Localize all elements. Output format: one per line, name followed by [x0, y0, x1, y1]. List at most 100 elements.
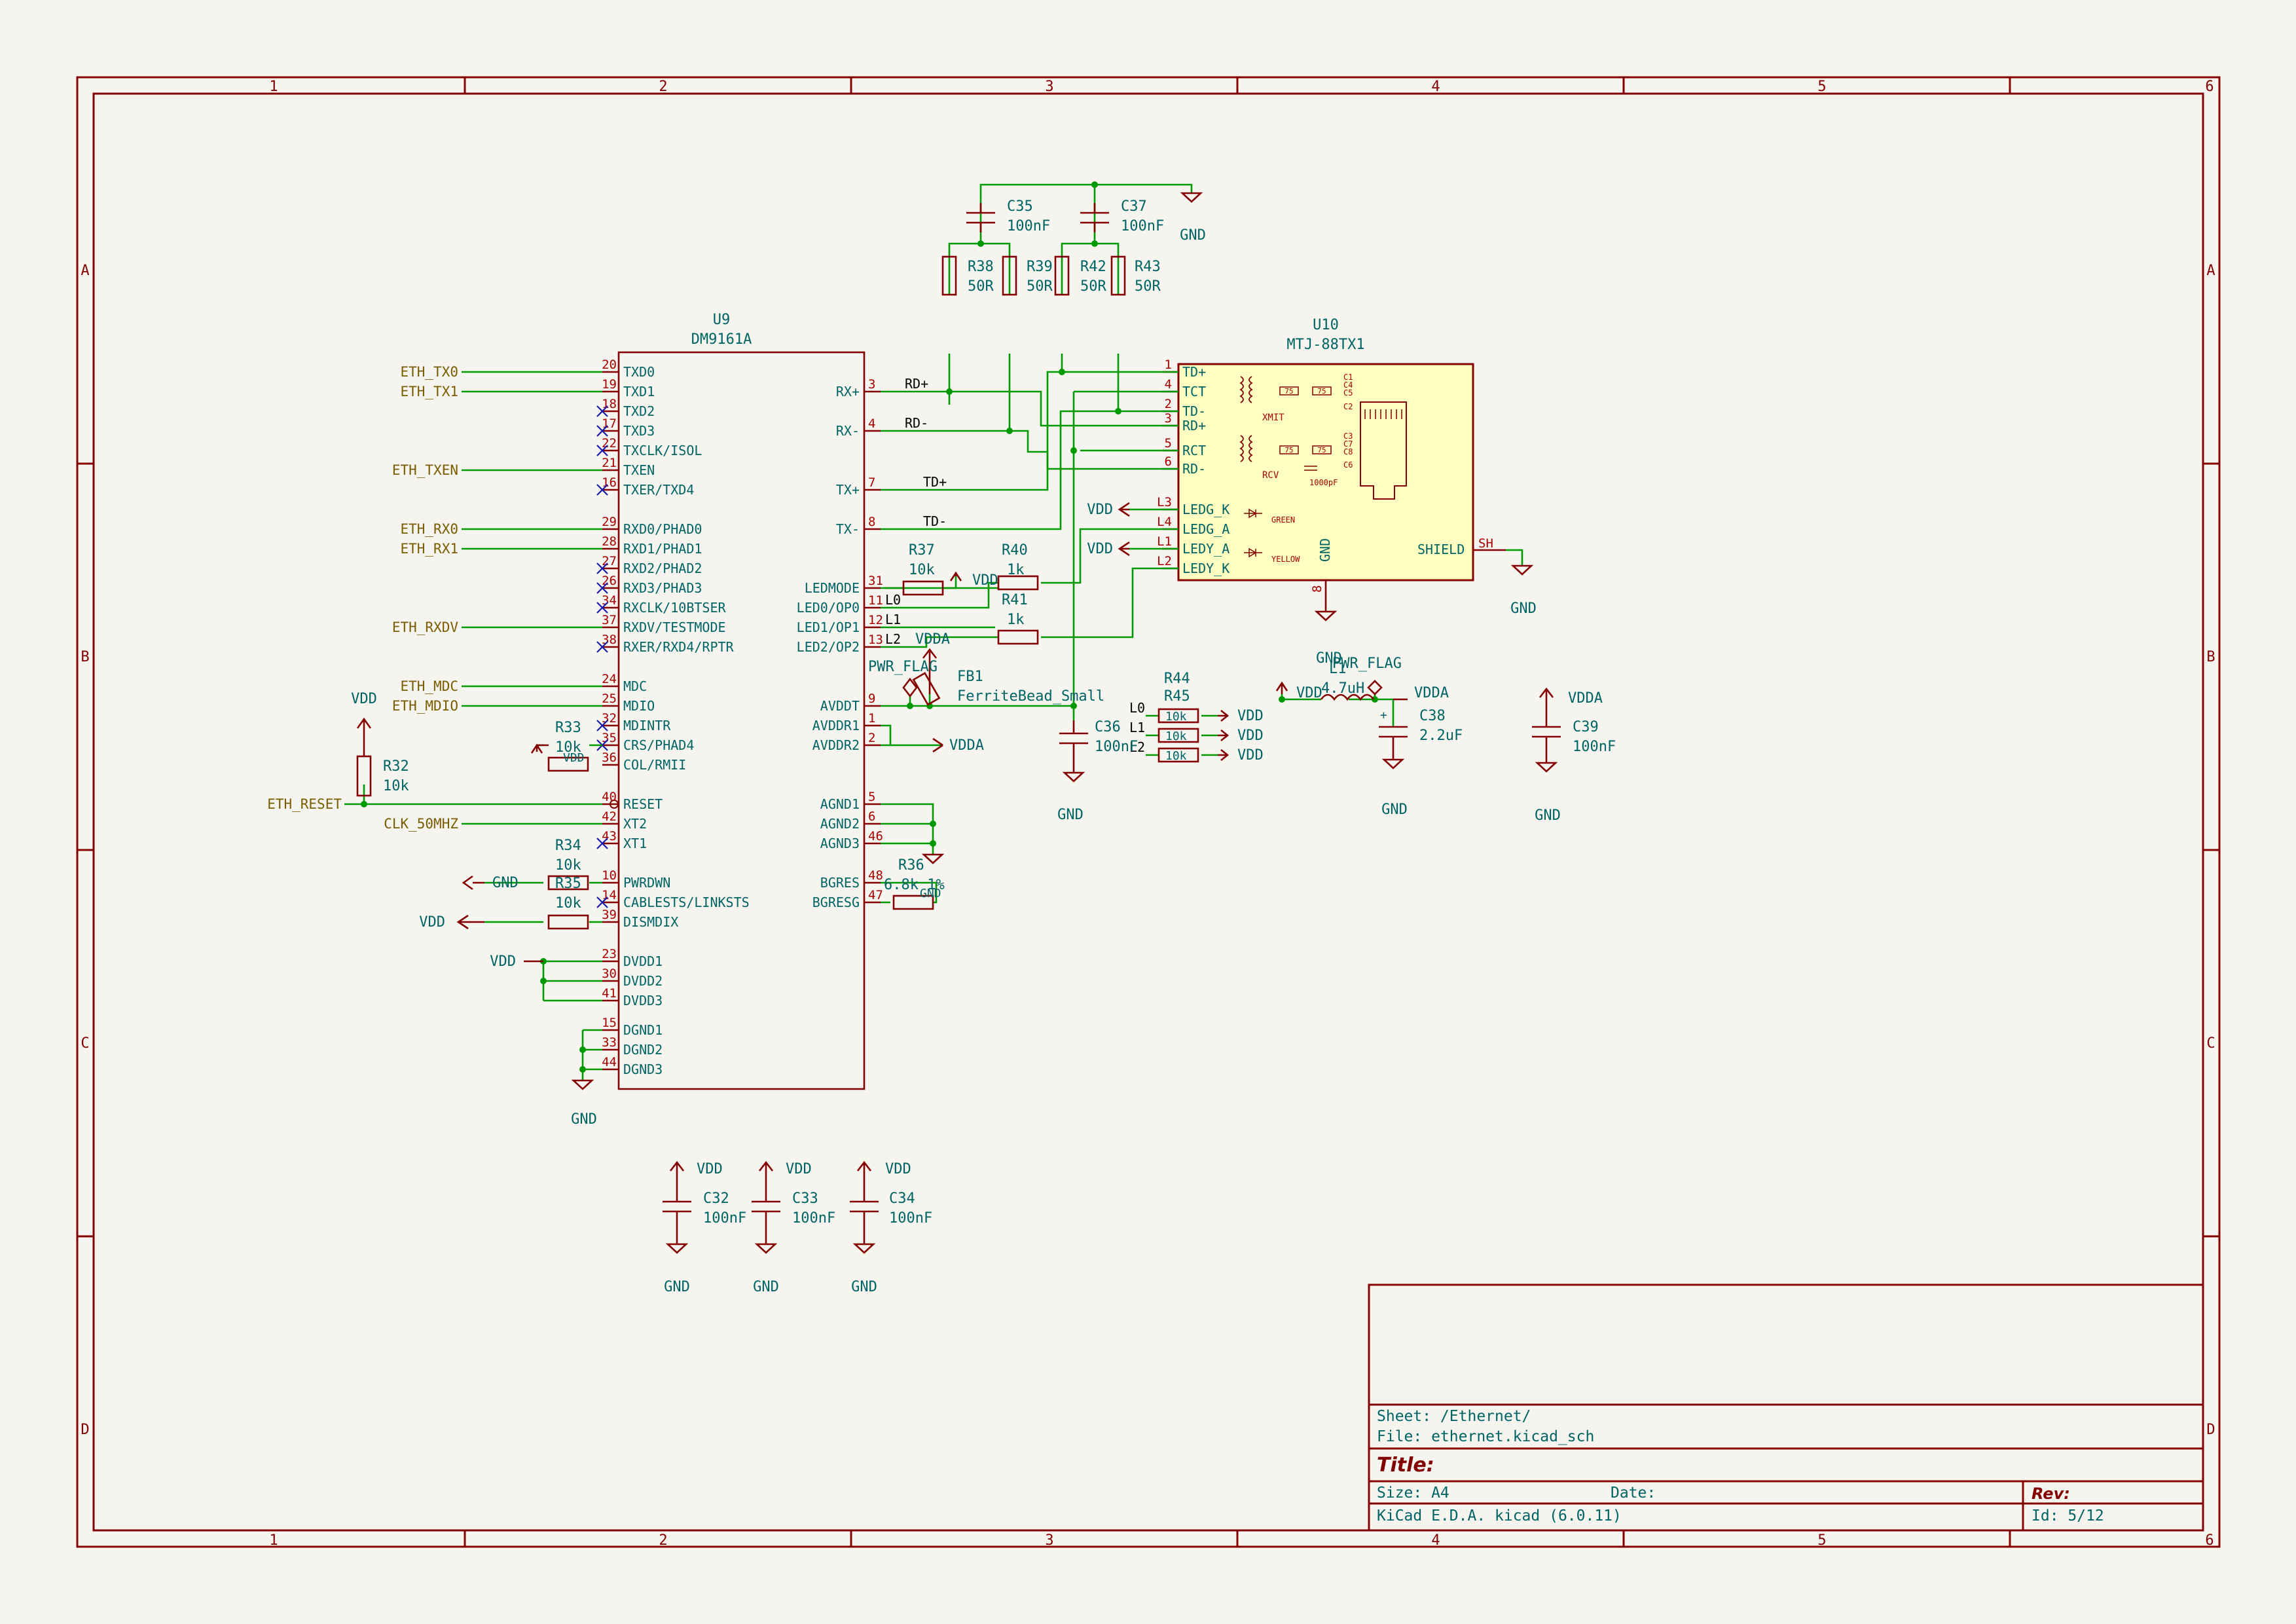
- svg-text:29: 29: [602, 515, 617, 529]
- resistor-r32[interactable]: R32 10k: [356, 755, 409, 797]
- resistor-r37[interactable]: R37 10k: [902, 542, 944, 596]
- resistor-r36[interactable]: R36 6.8k 1%: [884, 857, 945, 910]
- svg-text:AVDDT: AVDDT: [820, 698, 860, 714]
- resistor-r41[interactable]: R41 1k: [997, 592, 1039, 645]
- global-labels[interactable]: ETH_TX0 ETH_TX1 ETH_TXEN ETH_RX0 ETH_RX1…: [267, 364, 458, 832]
- svg-text:LED0/OP0: LED0/OP0: [797, 600, 860, 616]
- svg-text:10: 10: [602, 868, 617, 883]
- capacitor-c36[interactable]: C36 100nF: [1059, 719, 1138, 773]
- u9-pin-8[interactable]: 8TX-: [836, 515, 881, 537]
- svg-text:24: 24: [602, 672, 617, 686]
- svg-text:37: 37: [602, 613, 617, 627]
- svg-text:R37: R37: [909, 542, 935, 559]
- svg-text:VDDA: VDDA: [915, 631, 950, 648]
- svg-text:25: 25: [602, 692, 617, 706]
- inductor-l1[interactable]: L1 4.7uH: [1320, 661, 1375, 701]
- svg-text:VDD: VDD: [1296, 685, 1322, 701]
- resistor-r34[interactable]: R34 10k: [547, 838, 589, 891]
- resistor-r38[interactable]: R38 50R: [941, 255, 994, 296]
- resistor-r33[interactable]: R33 10k: [547, 720, 589, 772]
- capacitor-c33[interactable]: C33 100nF: [752, 1179, 835, 1244]
- svg-text:GND: GND: [1316, 650, 1342, 667]
- col-label: 6: [2205, 79, 2214, 95]
- svg-text:C1: C1: [1343, 373, 1353, 382]
- u9-pin-7[interactable]: 7TX+: [836, 475, 881, 498]
- svg-text:44: 44: [602, 1055, 617, 1069]
- ferrite-bead-fb1[interactable]: FB1 FerriteBead_Small: [912, 669, 1104, 706]
- led-icon: GREEN YELLOW: [1244, 508, 1300, 564]
- u10-shield-pin: SH: [1478, 536, 1493, 551]
- u9-pin-3[interactable]: 3RX+: [836, 377, 881, 399]
- resistor-r43[interactable]: R43 50R: [1110, 255, 1161, 296]
- resistor-r42[interactable]: R42 50R: [1054, 255, 1106, 296]
- capacitor-c35[interactable]: C35 100nF: [966, 198, 1050, 234]
- capacitor-c32[interactable]: C32 100nF: [663, 1179, 746, 1244]
- resistor-r35[interactable]: R35 10k: [547, 876, 589, 930]
- global-label-eth-tx1: ETH_TX1: [400, 384, 458, 399]
- u9-pin-4[interactable]: 4RX-: [836, 416, 881, 439]
- svg-text:VDDA: VDDA: [949, 737, 984, 754]
- resistor-r44[interactable]: R44 R45 10k 10k 10k: [1157, 671, 1199, 763]
- svg-text:RXD3/PHAD3: RXD3/PHAD3: [623, 580, 702, 596]
- svg-text:L1: L1: [1129, 720, 1145, 735]
- svg-text:GND: GND: [1510, 600, 1537, 617]
- resistor-r40[interactable]: R40 1k: [997, 542, 1039, 591]
- capacitor-c39[interactable]: C39 100nF: [1532, 714, 1616, 763]
- capacitor-c37[interactable]: C37 100nF: [1080, 198, 1164, 234]
- capacitor-c38[interactable]: + C38 2.2uF: [1379, 708, 1463, 760]
- resistor-r39[interactable]: R39 50R: [1002, 255, 1053, 296]
- capacitor-c34[interactable]: C34 100nF: [850, 1179, 932, 1244]
- svg-text:C3: C3: [1343, 432, 1353, 441]
